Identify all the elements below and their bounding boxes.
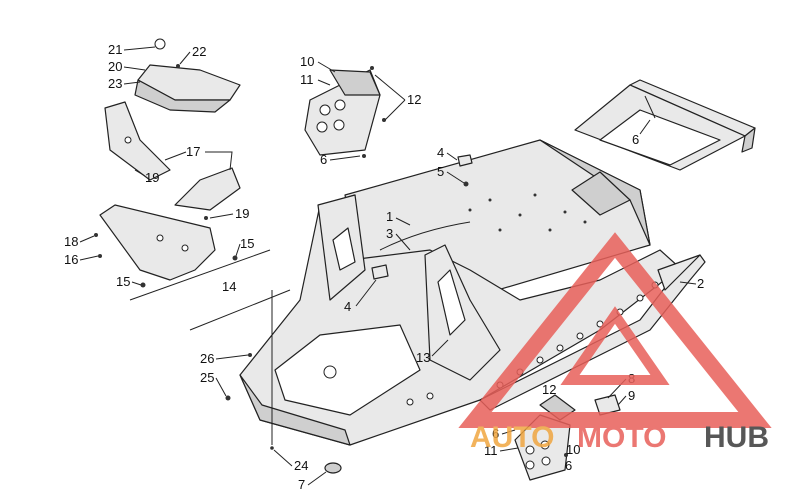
callout-18: 18 — [64, 234, 78, 249]
callout-10: 10 — [566, 442, 580, 457]
callout-9: 9 — [628, 388, 635, 403]
rear-tunnel-extension — [574, 79, 756, 171]
upper-center-bracket — [304, 66, 386, 158]
watermark-inner-mark-icon — [560, 306, 670, 385]
callout-5: 5 — [437, 164, 444, 179]
tunnel-rivets — [468, 193, 587, 232]
watermark-triangle-icon — [458, 232, 772, 428]
callout-23: 23 — [108, 76, 122, 91]
callout-13: 13 — [416, 350, 430, 365]
watermark-word-auto: AUTO — [470, 421, 554, 454]
watermark-word-hub: HUB — [704, 421, 769, 454]
callout-labels: 21 20 23 22 17 19 19 18 16 15 15 14 10 1… — [64, 42, 704, 492]
callout-14: 14 — [222, 279, 236, 294]
callout-20: 20 — [108, 59, 122, 74]
callout-3: 3 — [386, 226, 393, 241]
callout-15: 15 — [116, 274, 130, 289]
callout-19: 19 — [145, 170, 159, 185]
callout-4: 4 — [344, 299, 351, 314]
callout-10: 10 — [300, 54, 314, 69]
decal-and-grommet — [225, 154, 701, 474]
callout-12: 12 — [542, 382, 556, 397]
upper-left-bracket-stack — [94, 38, 291, 331]
watermark-word-moto: MOTO — [577, 421, 666, 454]
callout-19: 19 — [235, 206, 249, 221]
callout-6: 6 — [632, 132, 639, 147]
callout-6: 6 — [492, 426, 499, 441]
callout-24: 24 — [294, 458, 308, 473]
callout-22: 22 — [192, 44, 206, 59]
callout-17: 17 — [186, 144, 200, 159]
callout-11: 11 — [300, 72, 314, 87]
callout-11: 11 — [484, 443, 498, 458]
callout-15: 15 — [240, 236, 254, 251]
callout-6: 6 — [565, 458, 572, 473]
callout-6: 6 — [320, 152, 327, 167]
callout-25: 25 — [200, 370, 214, 385]
callout-7: 7 — [298, 477, 305, 492]
callout-26: 26 — [200, 351, 214, 366]
callout-4: 4 — [437, 145, 444, 160]
callout-21: 21 — [108, 42, 122, 57]
watermark-logo: AUTO MOTO HUB — [458, 232, 772, 454]
callout-12: 12 — [407, 92, 421, 107]
callout-1: 1 — [386, 209, 393, 224]
callout-16: 16 — [64, 252, 78, 267]
callout-2: 2 — [697, 276, 704, 291]
